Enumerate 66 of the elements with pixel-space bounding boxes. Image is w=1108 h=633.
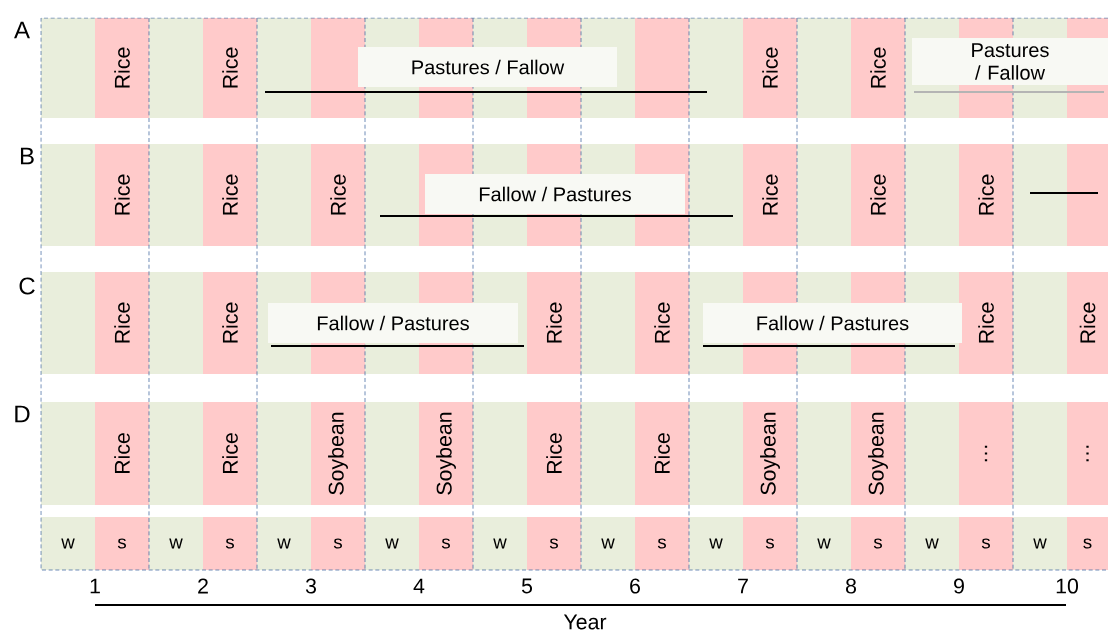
crop-cell: Rice	[1067, 272, 1108, 374]
crop-cell: Rice	[743, 18, 797, 118]
label-box: Pastures / Fallow	[358, 47, 617, 87]
season-cell: s	[203, 517, 257, 570]
row-letter: D	[15, 405, 30, 423]
year-number: 1	[90, 578, 100, 594]
season-cell: w	[365, 517, 419, 570]
label-box: Fallow / Pastures	[425, 174, 685, 214]
crop-cell: …	[1067, 402, 1108, 505]
crop-cell: Rice	[959, 272, 1013, 374]
row-letter: A	[14, 21, 30, 39]
season-cell: w	[41, 517, 95, 570]
season-cell: s	[311, 517, 365, 570]
season-cell: w	[581, 517, 635, 570]
season-cell: s	[95, 517, 149, 570]
season-cell: s	[743, 517, 797, 570]
year-number: 2	[198, 578, 208, 594]
season-cell: w	[473, 517, 527, 570]
crop-cell: Rice	[959, 144, 1013, 246]
year-number: 9	[954, 578, 964, 594]
crop-cell: Soybean	[311, 402, 365, 505]
season-cell: w	[797, 517, 851, 570]
season-cell: s	[635, 517, 689, 570]
season-cell: w	[149, 517, 203, 570]
crop-cell: Rice	[203, 144, 257, 246]
year-number: 3	[305, 578, 316, 594]
label-box: Fallow / Pastures	[703, 303, 962, 343]
year-number: 4	[413, 578, 425, 594]
season-cell: w	[257, 517, 311, 570]
crop-cell: Soybean	[743, 402, 797, 505]
crop-cell: Rice	[203, 18, 257, 118]
crop-cell: Rice	[635, 402, 689, 505]
season-cell: w	[905, 517, 959, 570]
crop-cell: Rice	[527, 402, 581, 505]
season-cell: s	[851, 517, 905, 570]
crop-cell: Soybean	[851, 402, 905, 505]
row-letter: C	[19, 277, 35, 295]
crop-cell: Rice	[311, 144, 365, 246]
crop-cell: Soybean	[419, 402, 473, 505]
crop-cell: Rice	[203, 272, 257, 374]
season-cell: w	[689, 517, 743, 570]
year-number: 7	[738, 578, 748, 594]
season-cell: s	[959, 517, 1013, 570]
year-number: 5	[521, 578, 533, 594]
crop-cell: Rice	[95, 18, 149, 118]
season-cell: w	[1013, 517, 1067, 570]
crop-cell: Rice	[851, 18, 905, 118]
crop-cell: Rice	[203, 402, 257, 505]
season-cell: s	[527, 517, 581, 570]
crop-cell: Rice	[527, 272, 581, 374]
label-box: Fallow / Pastures	[268, 303, 518, 343]
crop-cell: Rice	[95, 144, 149, 246]
crop-cell: Rice	[851, 144, 905, 246]
crop-cell: …	[959, 402, 1013, 505]
crop-cell: Rice	[635, 272, 689, 374]
crop-cell: Rice	[743, 144, 797, 246]
crop-cell: Rice	[95, 402, 149, 505]
season-cell: s	[419, 517, 473, 570]
axis-title: Year	[563, 614, 607, 630]
year-number: 8	[846, 578, 856, 594]
season-cell: s	[1067, 517, 1108, 570]
year-number: 6	[630, 578, 640, 594]
row-letter: B	[20, 147, 34, 165]
crop-cell: Rice	[95, 272, 149, 374]
label-box: Pastures / Fallow	[912, 38, 1108, 85]
year-number: 10	[1056, 578, 1078, 594]
